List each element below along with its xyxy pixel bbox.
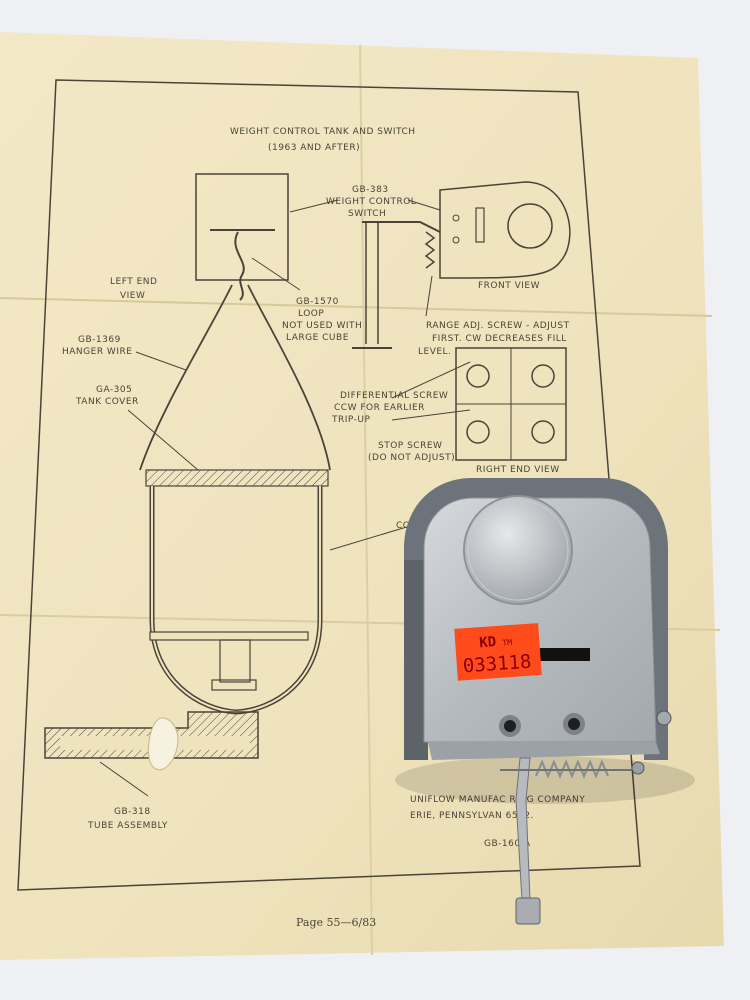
switch-disc [463, 495, 573, 605]
page-footer: Page 55—6/83 [296, 916, 376, 929]
label-loop-1: GB-1570 [296, 297, 339, 307]
inventory-sticker: KD TM 033118 [454, 623, 542, 681]
switch-box-left [195, 173, 289, 281]
label-cover-1: GA-305 [96, 385, 132, 395]
drawing-border [17, 79, 641, 891]
label-left-end-2: VIEW [120, 291, 145, 301]
label-tube-1: GB-318 [114, 807, 151, 817]
label-tube-2: TUBE ASSEMBLY [87, 821, 168, 831]
label-maker-2: ERIE, PENNSYLVAN 6512. [410, 811, 534, 821]
label-switch-part: GB-383 [352, 185, 389, 195]
drawing-title: WEIGHT CONTROL TANK AND SWITCH [230, 127, 416, 137]
label-range-3: LEVEL. [418, 347, 451, 357]
tank-cover [145, 469, 329, 487]
label-hanger-1: GB-1369 [78, 335, 121, 345]
side-stud [656, 710, 672, 726]
label-range-1: RANGE ADJ. SCREW - ADJUST [426, 321, 570, 331]
label-front-view: FRONT VIEW [478, 281, 540, 291]
label-loop-2: LOOP [298, 309, 324, 319]
label-switch-line1: WEIGHT CONTROL [326, 197, 416, 207]
label-stop-2: (DO NOT ADJUST) [368, 453, 455, 463]
label-diff-3: TRIP-UP [331, 415, 370, 425]
switch-front-view [439, 181, 571, 279]
label-range-2: FIRST. CW DECREASES FILL [432, 334, 567, 344]
switch-housing [404, 478, 668, 760]
label-loop-3: NOT USED WITH [282, 321, 362, 331]
label-stop-1: STOP SCREW [378, 441, 442, 451]
adjustment-spring [534, 759, 610, 779]
switch-slot [540, 648, 590, 661]
sticker-tm: TM [502, 638, 512, 648]
label-diff-2: CCW FOR EARLIER [334, 403, 425, 413]
label-maker-1: UNIFLOW MANUFAC RING COMPANY [410, 795, 585, 805]
label-left-end-1: LEFT END [110, 277, 157, 287]
sticker-number: 033118 [462, 651, 532, 678]
label-diff-1: DIFFERENTIAL SCREW [340, 391, 448, 401]
label-switch-line2: SWITCH [348, 209, 386, 219]
label-loop-4: LARGE CUBE [286, 333, 349, 343]
screw-left [499, 715, 521, 737]
screw-right [563, 713, 585, 735]
label-right-end: RIGHT END VIEW [476, 465, 560, 475]
label-part-no: GB-160 A [484, 839, 531, 849]
label-cut-off: CO [396, 521, 410, 531]
label-cover-2: TANK COVER [75, 397, 139, 407]
drawing-subtitle: (1963 AND AFTER) [268, 143, 360, 153]
sticker-brand: KD [479, 634, 497, 651]
label-hanger-2: HANGER WIRE [62, 347, 132, 357]
hanger-wire [139, 284, 331, 471]
